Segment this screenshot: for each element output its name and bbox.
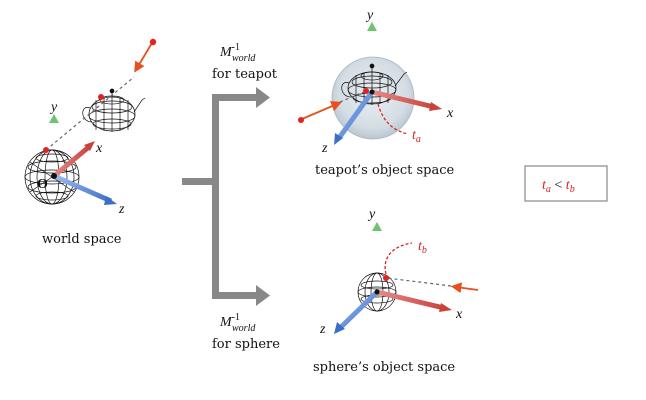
teapot-x-arrowhead [429,102,442,111]
transform-top-matrix: M [219,45,233,60]
teapot-t-label: ta [412,128,421,145]
world-origin-dot [51,173,57,179]
teapot-z-label: z [321,141,328,156]
world-z-arrowhead [104,196,117,205]
transform-bottom-label: for sphere [212,337,280,352]
sphere-y-label: y [367,207,376,222]
transform-bottom-matrix: M [219,315,233,330]
teapot-t-sub: a [416,134,421,145]
sphere-t-sub: b [422,245,427,256]
world-y-label: y [49,100,58,115]
sphere-z-axis [338,290,379,330]
sphere-ray-dashed [386,277,452,287]
world-ray [134,42,153,73]
teapot-hit-dot [363,88,369,94]
comparison-a-main: t [542,178,547,193]
teapot-ray-dashed [339,90,367,103]
comparison-b-main: t [566,178,571,193]
sphere-z-arrowhead [334,322,345,334]
sphere-z-label: z [319,322,326,337]
teapot-origin-dot [369,89,375,95]
world-sphere-hit-dot [43,147,49,153]
world-teapot-hit-dot [98,94,104,100]
comparison-op: < [551,178,566,193]
teapot-y-label: y [365,8,374,23]
sphere-x-arrowhead [439,303,452,312]
teapot-x-axis [371,89,435,110]
world-x-label: x [95,141,103,156]
world-ray-dashed [45,76,135,151]
sphere-y-arrowhead [372,222,382,231]
sphere-t-label: tb [418,239,427,256]
teapot-z-axis [336,90,375,140]
world-z-label: z [118,202,125,217]
sphere-t-main: t [418,239,423,254]
world-x-arrowhead [84,141,95,151]
sphere-tb-leader [384,242,413,275]
teapot-space-group: y x z ta teapot’s object space [298,8,455,178]
world-x-axis [52,144,92,178]
transform-top-sup: -1 [232,42,240,53]
sphere-x-axis [376,289,445,311]
comparison-b-sub: b [570,184,575,195]
teapot-y-arrowhead [367,22,377,31]
transform-arrows [182,87,270,306]
teapot-caption: teapot’s object space [315,163,455,178]
teapot-ray-origin-dot [298,117,304,123]
teapot-ray [301,101,342,120]
teapot-ta-leader [377,103,409,135]
teapot-x-label: x [446,106,454,121]
transform-top-label: for teapot [212,67,278,82]
sphere-ray [450,282,479,294]
sphere-caption: sphere’s object space [313,360,455,375]
world-y-arrowhead [49,114,59,123]
transform-bottom-sup: -1 [232,312,240,323]
comparison-box: ta < tb [524,165,608,202]
world-z-axis [52,173,113,204]
comparison-a-sub: a [546,184,551,195]
comparison-text: ta < tb [542,178,575,195]
sphere-origin-dot [374,289,380,295]
world-origin-label: O [37,177,48,192]
sphere-hit-dot [383,275,389,281]
teapot-z-arrowhead [334,133,343,145]
transform-top-sub: world [232,53,256,64]
world-caption: world space [42,232,122,247]
teapot-t-main: t [412,128,417,143]
world-ray-origin-dot [149,38,157,46]
transform-bottom-sub: world [232,323,256,334]
world-space-group: y x z O world space [24,38,157,247]
sphere-x-label: x [455,307,463,322]
sphere-space-group: y x z tb sphere’s object space [313,207,479,375]
world-teapot [82,88,146,132]
